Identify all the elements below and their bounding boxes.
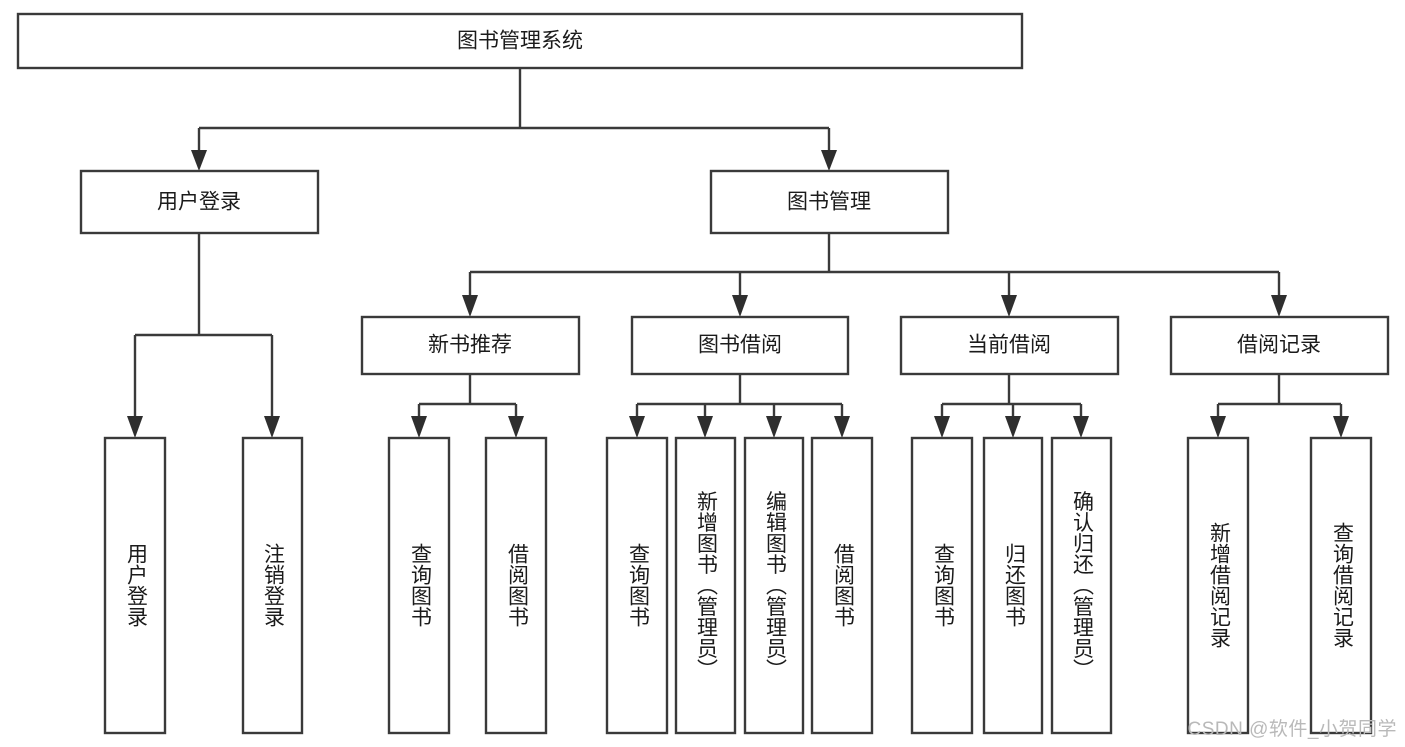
connector-layer bbox=[127, 68, 1349, 438]
node-book-manage[interactable]: 图书管理 bbox=[709, 169, 950, 235]
node-leaf-add-record-label: 新增借阅记录 bbox=[1207, 522, 1231, 648]
node-leaf-query-book-3[interactable]: 查询图书 bbox=[910, 436, 974, 735]
node-book-manage-label: 图书管理 bbox=[787, 191, 871, 214]
node-leaf-query-book-1[interactable]: 查询图书 bbox=[387, 436, 451, 735]
node-book-manage-box[interactable] bbox=[709, 169, 950, 235]
node-leaf-borrow-book-2[interactable]: 借阅图书 bbox=[810, 436, 874, 735]
arrowhead-leaf-query-book-1 bbox=[411, 416, 427, 438]
node-leaf-edit-book-box[interactable] bbox=[743, 436, 805, 735]
node-book-borrow[interactable]: 图书借阅 bbox=[630, 315, 850, 376]
csdn-watermark: CSDN @软件_小贺同学 bbox=[1187, 719, 1397, 740]
node-leaf-add-record[interactable]: 新增借阅记录 bbox=[1186, 436, 1250, 735]
node-leaf-edit-book-label: 编辑图书（管理员） bbox=[763, 491, 787, 680]
node-leaf-add-book-box[interactable] bbox=[674, 436, 737, 735]
node-user-login[interactable]: 用户登录 bbox=[79, 169, 320, 235]
node-new-book-rec-label: 新书推荐 bbox=[428, 334, 512, 357]
node-leaf-user-login[interactable]: 用户登录 bbox=[103, 436, 167, 735]
node-current-borrow[interactable]: 当前借阅 bbox=[899, 315, 1120, 376]
node-leaf-confirm-return-box[interactable] bbox=[1050, 436, 1113, 735]
node-leaf-query-book-3-box[interactable] bbox=[910, 436, 974, 735]
node-leaf-return-book[interactable]: 归还图书 bbox=[982, 436, 1044, 735]
node-leaf-borrow-book-1-label: 借阅图书 bbox=[505, 543, 529, 627]
node-leaf-query-book-2[interactable]: 查询图书 bbox=[605, 436, 669, 735]
arrowhead-borrow-record bbox=[1271, 295, 1287, 317]
node-leaf-logout[interactable]: 注销登录 bbox=[241, 436, 304, 735]
node-leaf-query-record-box[interactable] bbox=[1309, 436, 1373, 735]
arrowhead-leaf-edit-book bbox=[766, 416, 782, 438]
arrowhead-leaf-logout bbox=[264, 416, 280, 438]
arrowhead-book-borrow bbox=[732, 295, 748, 317]
arrowhead-leaf-query-book-3 bbox=[934, 416, 950, 438]
node-user-login-label: 用户登录 bbox=[157, 191, 241, 214]
node-leaf-add-book[interactable]: 新增图书（管理员） bbox=[674, 436, 737, 735]
arrowhead-current-borrow bbox=[1001, 295, 1017, 317]
node-leaf-edit-book[interactable]: 编辑图书（管理员） bbox=[743, 436, 805, 735]
arrowhead-user-login bbox=[191, 150, 207, 171]
node-new-book-rec-box[interactable] bbox=[360, 315, 581, 376]
arrowhead-book-manage bbox=[821, 150, 837, 171]
node-leaf-confirm-return[interactable]: 确认归还（管理员） bbox=[1050, 436, 1113, 735]
node-leaf-query-book-1-box[interactable] bbox=[387, 436, 451, 735]
arrowhead-leaf-query-book-2 bbox=[629, 416, 645, 438]
node-leaf-query-book-2-box[interactable] bbox=[605, 436, 669, 735]
node-leaf-add-book-label: 新增图书（管理员） bbox=[694, 491, 718, 680]
arrowhead-leaf-borrow-book-2 bbox=[834, 416, 850, 438]
node-user-login-box[interactable] bbox=[79, 169, 320, 235]
arrowhead-leaf-add-book bbox=[697, 416, 713, 438]
arrowhead-leaf-borrow-book-1 bbox=[508, 416, 524, 438]
arrowhead-leaf-add-record bbox=[1210, 416, 1226, 438]
node-borrow-record-label: 借阅记录 bbox=[1237, 334, 1321, 357]
node-leaf-logout-box[interactable] bbox=[241, 436, 304, 735]
node-current-borrow-box[interactable] bbox=[899, 315, 1120, 376]
node-leaf-query-book-3-label: 查询图书 bbox=[931, 543, 955, 627]
node-book-borrow-label: 图书借阅 bbox=[698, 334, 782, 357]
node-leaf-confirm-return-label: 确认归还（管理员） bbox=[1070, 491, 1094, 680]
node-leaf-query-record[interactable]: 查询借阅记录 bbox=[1309, 436, 1373, 735]
arrowhead-leaf-confirm-return bbox=[1073, 416, 1089, 438]
arrowhead-leaf-query-record bbox=[1333, 416, 1349, 438]
node-new-book-rec[interactable]: 新书推荐 bbox=[360, 315, 581, 376]
node-root[interactable]: 图书管理系统 bbox=[16, 12, 1024, 70]
node-leaf-borrow-book-2-label: 借阅图书 bbox=[831, 543, 855, 627]
arrowhead-new-book-rec bbox=[462, 295, 478, 317]
node-leaf-query-book-1-label: 查询图书 bbox=[408, 543, 432, 627]
node-leaf-borrow-book-1-box[interactable] bbox=[484, 436, 548, 735]
node-root-box[interactable] bbox=[16, 12, 1024, 70]
arrowhead-leaf-return-book bbox=[1005, 416, 1021, 438]
node-leaf-borrow-book-1[interactable]: 借阅图书 bbox=[484, 436, 548, 735]
node-root-label: 图书管理系统 bbox=[457, 30, 583, 53]
node-leaf-query-book-2-label: 查询图书 bbox=[626, 543, 650, 627]
node-leaf-add-record-box[interactable] bbox=[1186, 436, 1250, 735]
node-leaf-return-book-label: 归还图书 bbox=[1002, 543, 1026, 627]
node-leaf-borrow-book-2-box[interactable] bbox=[810, 436, 874, 735]
node-borrow-record-box[interactable] bbox=[1169, 315, 1390, 376]
node-leaf-user-login-label: 用户登录 bbox=[124, 543, 148, 627]
node-leaf-return-book-box[interactable] bbox=[982, 436, 1044, 735]
node-borrow-record[interactable]: 借阅记录 bbox=[1169, 315, 1390, 376]
node-current-borrow-label: 当前借阅 bbox=[967, 334, 1051, 357]
node-book-borrow-box[interactable] bbox=[630, 315, 850, 376]
arrowhead-leaf-user-login bbox=[127, 416, 143, 438]
node-leaf-logout-label: 注销登录 bbox=[261, 543, 285, 627]
node-leaf-query-record-label: 查询借阅记录 bbox=[1330, 522, 1354, 648]
node-leaf-user-login-box[interactable] bbox=[103, 436, 167, 735]
